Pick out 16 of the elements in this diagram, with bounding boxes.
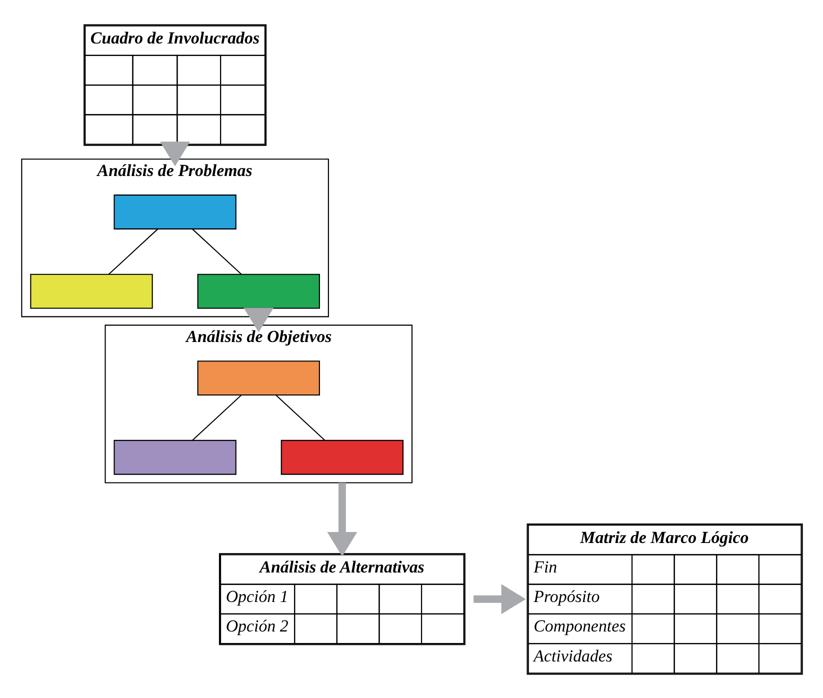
node-box xyxy=(113,439,236,474)
node-box xyxy=(280,439,404,474)
node-box xyxy=(196,360,320,396)
arrow xyxy=(326,482,357,556)
arrow xyxy=(473,584,526,614)
node-box xyxy=(30,273,152,308)
arrow xyxy=(243,307,274,332)
connector xyxy=(192,228,242,274)
cluster: Análisis de Problemas xyxy=(20,158,328,317)
connector xyxy=(275,394,325,440)
connector xyxy=(192,394,242,440)
arrow xyxy=(160,141,190,166)
node-box xyxy=(196,273,320,308)
connector xyxy=(108,228,158,274)
node-box xyxy=(113,194,236,229)
cluster: Análisis de Objetivos xyxy=(104,324,412,483)
